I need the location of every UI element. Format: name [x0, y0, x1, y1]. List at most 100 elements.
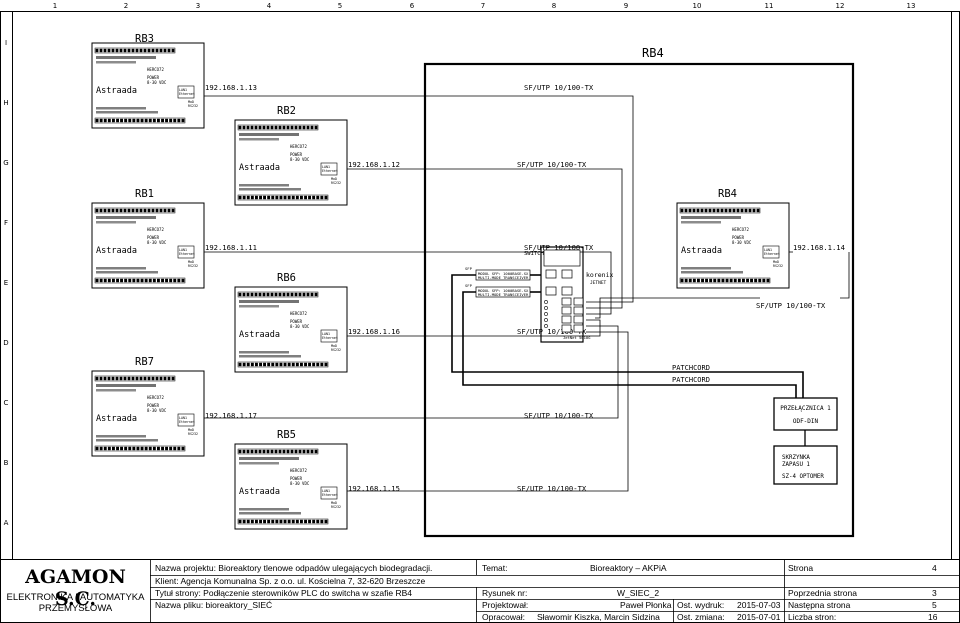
terminal [267, 362, 271, 367]
terminal [177, 278, 181, 283]
terminal [320, 195, 324, 200]
company-logo: AGAMON S.C. [25, 566, 126, 610]
column-label: 12 [836, 2, 845, 10]
terminal [165, 118, 168, 123]
terminal [298, 449, 302, 454]
switch: SWITCH korenix JETNET JetNet 5010G MODUL… [465, 246, 613, 343]
terminal [246, 519, 250, 524]
terminal [167, 48, 171, 53]
column-label: 9 [624, 2, 628, 10]
controller-cable: SF/UTP 10/100-TX [517, 160, 587, 169]
terminal [746, 278, 749, 283]
change-value: 2015-07-01 [737, 612, 781, 622]
terminal [255, 362, 258, 367]
terminal [163, 376, 167, 381]
controller-cable: SF/UTP 10/100-TX [756, 301, 826, 310]
terminal [324, 195, 328, 200]
switch-brand: korenix [586, 271, 613, 279]
file-name: Nazwa pliku: bioreaktory_SIEĆ [155, 600, 273, 610]
terminal-legend [239, 355, 301, 358]
terminal [258, 292, 262, 297]
terminal-strip [237, 291, 319, 298]
terminal [275, 195, 279, 200]
controller-brand: Astraada [239, 163, 280, 173]
row-label: D [3, 339, 8, 347]
controller-power: POWER [290, 476, 303, 481]
switch-rj45-port [573, 324, 584, 333]
terminal [171, 208, 175, 213]
terminal [238, 195, 242, 200]
terminal [324, 362, 328, 367]
terminal [132, 446, 136, 451]
terminal [99, 48, 103, 53]
terminal-legend [239, 351, 289, 354]
terminal [152, 446, 156, 451]
terminal [266, 125, 270, 130]
terminal [132, 118, 136, 123]
lan-port [177, 85, 195, 99]
terminal [155, 376, 159, 381]
terminal [752, 208, 756, 213]
terminal [688, 208, 692, 213]
terminal [290, 125, 294, 130]
sfp-module-1-subtext: MULTI-MODE TRANSCEIVER [478, 275, 529, 280]
terminal [680, 208, 684, 213]
terminal [120, 446, 123, 451]
terminal [155, 48, 159, 53]
controller-model: HERCO72 [147, 227, 164, 232]
terminal [140, 278, 144, 283]
terminal-strip [94, 117, 186, 124]
terminal [167, 208, 171, 213]
rs232-label: RS232 [331, 181, 341, 185]
terminal [304, 519, 307, 524]
terminal [756, 208, 760, 213]
terminal [766, 278, 770, 283]
terminal [95, 208, 99, 213]
terminal [287, 195, 291, 200]
terminal [720, 208, 724, 213]
switch-label: SWITCH [524, 251, 544, 257]
row-label: F [4, 219, 8, 227]
terminal [291, 362, 295, 367]
controller-power: POWER [290, 319, 303, 324]
switch-led [544, 312, 548, 316]
terminal [112, 118, 115, 123]
terminal [155, 208, 159, 213]
row-label: G [3, 159, 8, 167]
terminal [159, 208, 163, 213]
cable-route-3 [204, 251, 612, 315]
terminal [161, 446, 164, 451]
terminal [286, 292, 290, 297]
terminal [95, 278, 99, 283]
lan-label: LAN1 [322, 489, 330, 493]
terminal [282, 449, 286, 454]
terminal [262, 449, 266, 454]
page-count-label: Liczba stron: [788, 612, 837, 622]
terminal [132, 278, 136, 283]
terminal-legend [96, 439, 158, 442]
project-name: Nazwa projektu: Bioreaktory tlenowe odpa… [155, 563, 433, 573]
terminal [314, 292, 318, 297]
terminal [99, 278, 103, 283]
controller-power: POWER [290, 152, 303, 157]
controller-power: POWER [147, 235, 160, 240]
terminal [95, 446, 99, 451]
terminal [148, 278, 152, 283]
terminal [151, 376, 155, 381]
sfp-module-1-text: MODUL SFP: 1000BASE-SX [478, 271, 529, 276]
terminal [742, 278, 745, 283]
spare-box [773, 445, 838, 485]
terminal [274, 292, 278, 297]
terminal [314, 449, 318, 454]
terminal [308, 195, 311, 200]
terminal [762, 278, 766, 283]
terminal [120, 118, 123, 123]
patch-panel-title: PRZEŁĄCZNICA 1 [780, 405, 831, 412]
terminal [181, 278, 185, 283]
column-label: 4 [267, 2, 272, 10]
lan-label: LAN1 [764, 248, 772, 252]
eth-label: Ethernet [322, 336, 338, 340]
